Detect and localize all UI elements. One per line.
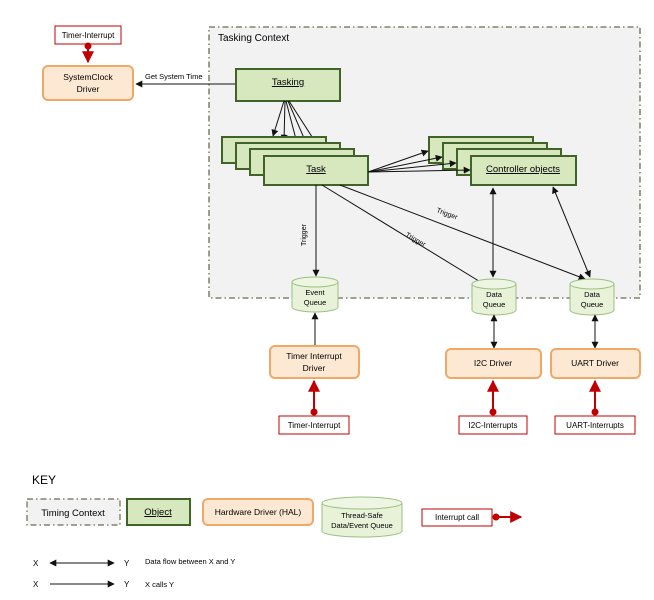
controller-queue-flow-2 bbox=[552, 186, 591, 278]
svg-text:Hardware Driver (HAL): Hardware Driver (HAL) bbox=[215, 507, 302, 517]
key-calls: X Y X calls Y bbox=[33, 580, 174, 589]
svg-text:Event: Event bbox=[305, 288, 325, 297]
svg-text:Queue: Queue bbox=[483, 300, 506, 309]
trigger-label-1: Trigger bbox=[301, 223, 308, 246]
i2c-interrupt-source: I2C-Interrupts bbox=[458, 379, 528, 435]
svg-text:X: X bbox=[33, 580, 39, 589]
svg-text:Tasking: Tasking bbox=[272, 77, 304, 88]
top-timer-interrupt: Timer-Interrupt bbox=[54, 25, 122, 64]
key-hardware-driver: Hardware Driver (HAL) bbox=[202, 498, 314, 526]
key-title: KEY bbox=[32, 473, 56, 487]
svg-text:Data: Data bbox=[584, 290, 601, 299]
svg-text:I2C-Interrupts: I2C-Interrupts bbox=[469, 421, 518, 430]
task-to-controller-arrows bbox=[367, 149, 471, 174]
key-queue: Thread-Safe Data/Event Queue bbox=[321, 496, 403, 538]
svg-text:UART Driver: UART Driver bbox=[571, 358, 619, 368]
svg-text:Queue: Queue bbox=[304, 298, 327, 307]
svg-text:Y: Y bbox=[124, 580, 130, 589]
timer-interrupt-driver: Timer Interrupt Driver bbox=[269, 345, 360, 379]
key-interrupt-call: Interrupt call bbox=[421, 508, 523, 527]
i2c-driver: I2C Driver bbox=[445, 348, 542, 379]
svg-text:Object: Object bbox=[144, 507, 172, 518]
uart-interrupt-source: UART-Interrupts bbox=[554, 379, 636, 435]
svg-text:SystemClock: SystemClock bbox=[63, 72, 113, 82]
svg-text:Timer-Interrupt: Timer-Interrupt bbox=[288, 421, 341, 430]
controller-label: Controller objects bbox=[486, 164, 560, 175]
task-label: Task bbox=[306, 164, 326, 175]
svg-text:Data flow between X and Y: Data flow between X and Y bbox=[145, 557, 235, 566]
tasking-object: Tasking bbox=[235, 68, 341, 102]
key-data-flow: X Y Data flow between X and Y bbox=[33, 557, 235, 568]
svg-text:X calls Y: X calls Y bbox=[145, 580, 174, 589]
svg-text:Interrupt call: Interrupt call bbox=[435, 513, 479, 522]
svg-text:Queue: Queue bbox=[581, 300, 604, 309]
trigger-arrows bbox=[312, 184, 586, 287]
svg-text:I2C Driver: I2C Driver bbox=[474, 358, 512, 368]
svg-text:Driver: Driver bbox=[303, 363, 326, 373]
svg-text:X: X bbox=[33, 559, 39, 568]
svg-text:Y: Y bbox=[124, 559, 130, 568]
event-queue: Event Queue bbox=[291, 276, 339, 313]
get-time-label: Get System Time bbox=[145, 72, 203, 81]
key-timing-context: Timing Context bbox=[26, 498, 121, 526]
data-queue-uart: Data Queue bbox=[569, 278, 615, 316]
svg-text:Timer Interrupt: Timer Interrupt bbox=[286, 351, 342, 361]
svg-text:Thread-Safe: Thread-Safe bbox=[341, 511, 383, 520]
svg-text:Data/Event Queue: Data/Event Queue bbox=[331, 521, 393, 530]
svg-text:UART-Interrupts: UART-Interrupts bbox=[566, 421, 624, 430]
uart-driver: UART Driver bbox=[550, 348, 641, 379]
data-queue-i2c: Data Queue bbox=[471, 278, 517, 316]
systemclock-driver: SystemClock Driver bbox=[42, 65, 134, 101]
svg-text:Data: Data bbox=[486, 290, 503, 299]
svg-text:Timing Context: Timing Context bbox=[41, 508, 105, 519]
controller-stack: Controller objects bbox=[428, 136, 577, 186]
svg-text:Timer-Interrupt: Timer-Interrupt bbox=[62, 31, 115, 40]
controller-object bbox=[470, 155, 577, 186]
tasking-context-label: Tasking Context bbox=[218, 33, 289, 44]
svg-text:Driver: Driver bbox=[77, 84, 100, 94]
key-object: Object bbox=[126, 498, 191, 526]
timer-interrupt-source: Timer-Interrupt bbox=[278, 379, 350, 435]
